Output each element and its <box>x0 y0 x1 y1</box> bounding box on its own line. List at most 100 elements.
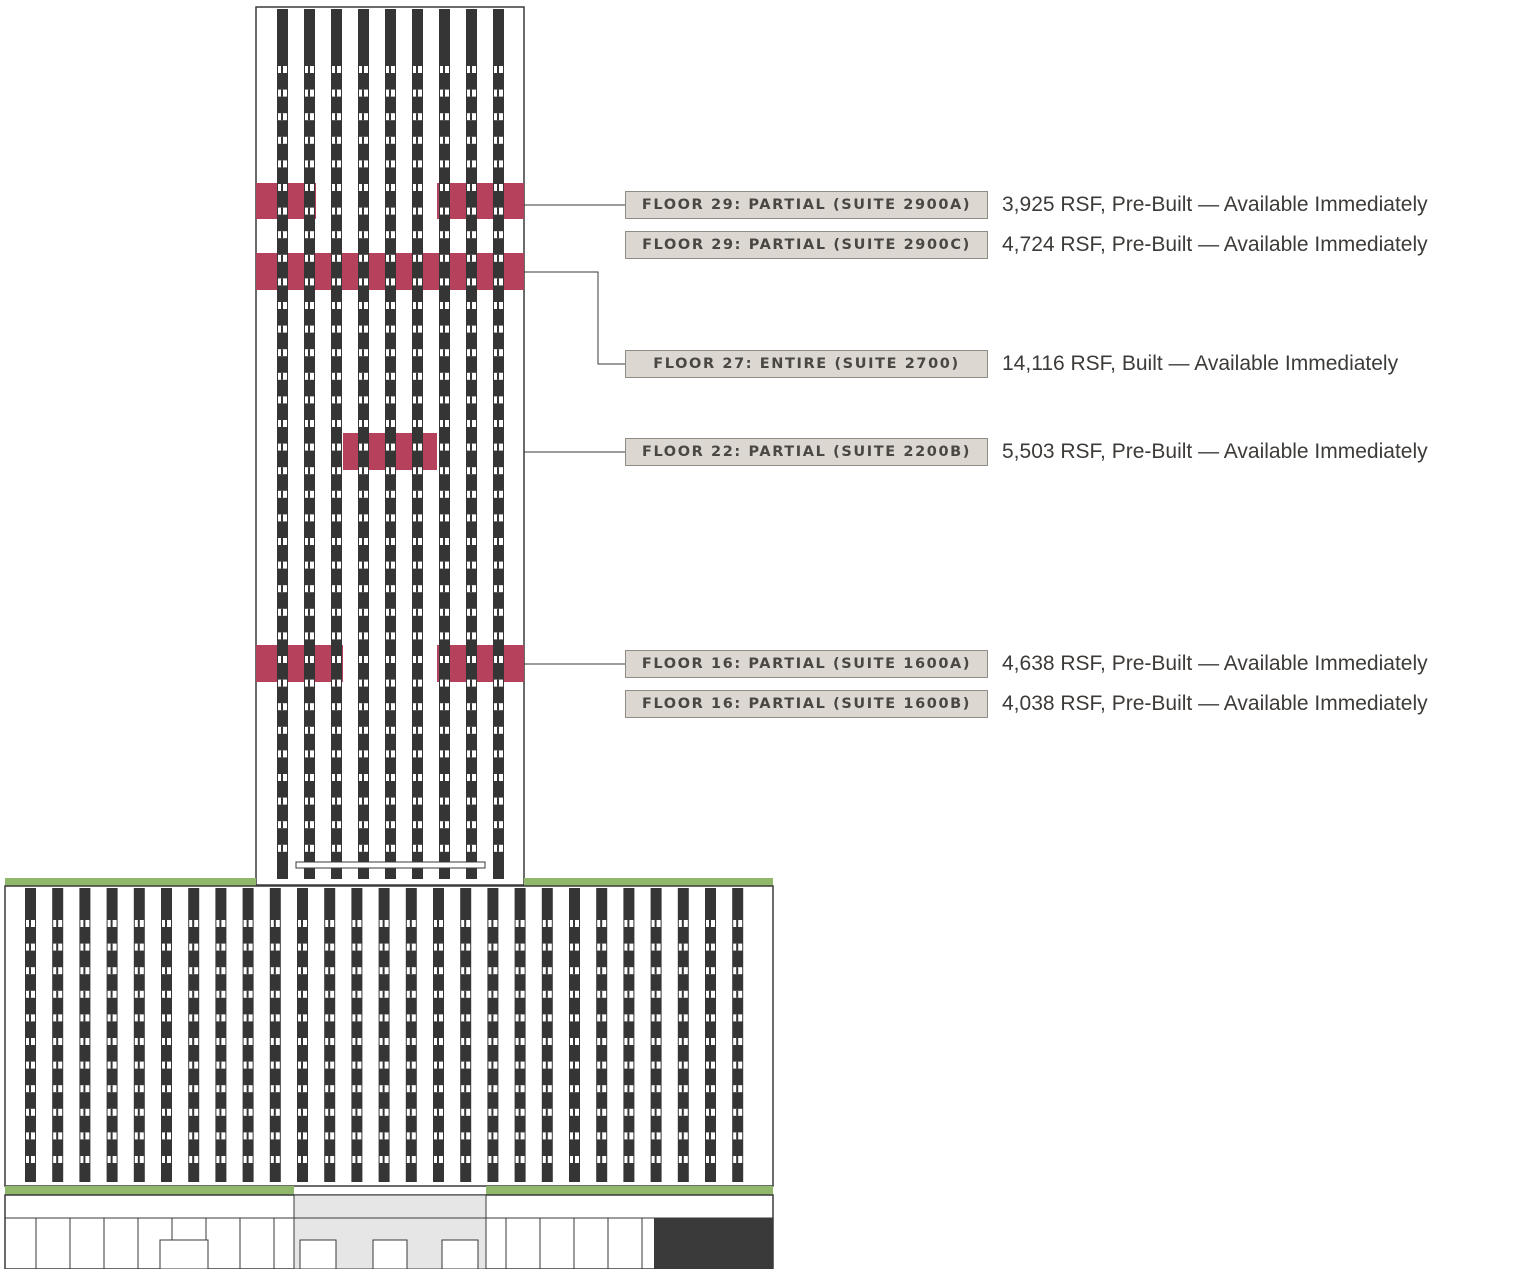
tower-window-divider <box>497 608 499 616</box>
tower-window-divider <box>362 184 364 191</box>
tower-window-divider <box>497 325 499 333</box>
tower-window-divider <box>416 844 418 852</box>
tower-window-divider <box>443 372 445 380</box>
tower-window-divider <box>389 420 391 427</box>
podium-window-divider <box>328 1108 331 1116</box>
tower-window-divider <box>308 750 310 758</box>
suite-label-floor-29-2900a[interactable]: FLOOR 29: PARTIAL (SUITE 2900A) <box>625 191 988 219</box>
tower-window-divider <box>497 561 499 569</box>
podium-window-divider <box>355 967 358 975</box>
podium-window-divider <box>273 1014 276 1022</box>
podium-window-divider <box>355 1038 358 1045</box>
tower-window-divider <box>443 538 445 545</box>
tower-window-divider <box>308 66 310 73</box>
tower-window-divider <box>470 632 472 640</box>
suite-label-floor-22-2200b[interactable]: FLOOR 22: PARTIAL (SUITE 2200B) <box>625 438 988 466</box>
podium-window-divider <box>437 967 439 975</box>
tower-window-divider <box>389 89 391 97</box>
tower-window-divider <box>416 443 418 451</box>
tower-window-divider <box>443 207 445 215</box>
tower-window-divider <box>470 467 472 475</box>
tower-window-divider <box>497 703 499 711</box>
podium-window-divider <box>573 1156 575 1163</box>
tower-window-divider <box>470 420 472 427</box>
suite-description-floor-29-2900a: 3,925 RSF, Pre-Built — Available Immedia… <box>1002 193 1428 216</box>
suite-label-floor-16-1600a[interactable]: FLOOR 16: PARTIAL (SUITE 1600A) <box>625 650 988 678</box>
podium-window-divider <box>600 1085 603 1093</box>
podium-window-divider <box>409 920 412 927</box>
tower-window-divider <box>389 113 391 121</box>
tower-window-divider <box>416 797 418 805</box>
tower-window-divider <box>470 278 472 286</box>
podium-window-divider <box>437 943 439 951</box>
podium-window-divider <box>545 1014 548 1022</box>
podium-window-column <box>487 888 499 1182</box>
tower-window-divider <box>362 207 364 215</box>
podium-window-divider <box>545 1085 548 1093</box>
tower-window-divider <box>389 608 391 616</box>
podium-window-divider <box>409 1038 412 1045</box>
podium-window-divider <box>165 1085 167 1093</box>
podium-window-divider <box>137 990 140 998</box>
podium-window-column <box>677 888 689 1182</box>
podium-window-divider <box>246 1038 249 1045</box>
podium-roof-green-right <box>524 878 773 887</box>
podium-window-divider <box>573 1108 575 1116</box>
suite-label-floor-16-1600b[interactable]: FLOOR 16: PARTIAL (SUITE 1600B) <box>625 690 988 718</box>
tower-window-divider <box>362 302 364 309</box>
tower-window-divider <box>497 278 499 286</box>
suite-label-floor-27-2700[interactable]: FLOOR 27: ENTIRE (SUITE 2700) <box>625 350 988 378</box>
tower-window-divider <box>389 467 391 475</box>
tower-window-divider <box>281 467 283 475</box>
tower-window-divider <box>362 608 364 616</box>
podium-window-divider <box>736 943 739 951</box>
tower-window-divider <box>281 349 283 357</box>
tower-window-divider <box>470 561 472 569</box>
podium-window-divider <box>573 1132 575 1140</box>
podium-window-divider <box>165 943 167 951</box>
podium-window-divider <box>382 1014 385 1022</box>
tower-window-divider <box>470 396 472 404</box>
tower-window-divider <box>416 774 418 781</box>
podium-window-divider <box>600 1156 603 1163</box>
tower-window-divider <box>416 538 418 545</box>
tower-window-divider <box>335 66 337 73</box>
tower-window-divider <box>362 514 364 522</box>
tower-window-divider <box>362 821 364 829</box>
tower-window-divider <box>443 750 445 758</box>
tower-window-divider <box>281 797 283 805</box>
suite-label-floor-29-2900c[interactable]: FLOOR 29: PARTIAL (SUITE 2900C) <box>625 231 988 259</box>
podium-window-divider <box>56 943 59 951</box>
podium-window-divider <box>273 1038 276 1045</box>
podium-window-divider <box>409 967 412 975</box>
tower-window-divider <box>362 490 364 498</box>
podium-window-divider <box>654 1156 657 1163</box>
tower-window-divider <box>470 750 472 758</box>
tower-window-divider <box>389 184 391 191</box>
podium-window-divider <box>110 1108 113 1116</box>
podium-window-divider <box>491 967 494 975</box>
podium-window-divider <box>600 990 603 998</box>
tower-window-divider <box>443 679 445 687</box>
podium-window-column <box>25 888 36 1182</box>
podium-window-column <box>541 888 553 1182</box>
podium-window-divider <box>192 1038 195 1045</box>
tower-window-divider <box>389 160 391 168</box>
tower-window-divider <box>335 608 337 616</box>
tower-window-divider <box>335 160 337 168</box>
tower-window-divider <box>362 113 364 121</box>
tower-window-divider <box>335 420 337 427</box>
podium-window-divider <box>600 920 603 927</box>
tower-window-divider <box>470 325 472 333</box>
podium-window-divider <box>654 920 657 927</box>
tower-window-divider <box>362 750 364 758</box>
podium-window-divider <box>56 1132 59 1140</box>
podium-window-divider <box>545 943 548 951</box>
podium-window-divider <box>246 1061 249 1069</box>
tower-window-divider <box>497 160 499 168</box>
tower-window-divider <box>389 561 391 569</box>
tower-window-divider <box>335 490 337 498</box>
podium-window-divider <box>709 1061 711 1069</box>
podium-window-divider <box>627 967 630 975</box>
podium-window-divider <box>273 1156 276 1163</box>
